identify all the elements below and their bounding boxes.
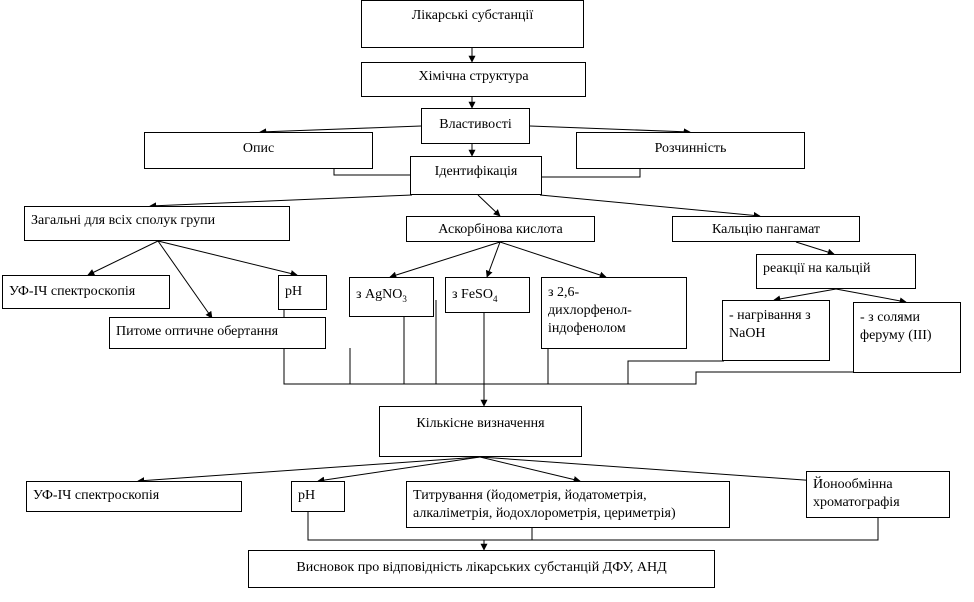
arrow-quant-ion: [479, 456, 819, 485]
node-pangamate: Кальцію пангамат: [672, 216, 860, 242]
node-conclusion: Висновок про відповідність лікарських су…: [248, 550, 715, 588]
agno3-subscript: 3: [402, 293, 407, 304]
arrow-identification-pangamate: [539, 194, 761, 219]
feso4-subscript: 4: [492, 293, 498, 304]
node-uv-ir-1: УФ-ІЧ спектроскопія: [2, 275, 170, 309]
arrow-quant-ph: [317, 456, 481, 484]
node-ion-exchange: Йонообмінна хроматографія: [806, 471, 950, 518]
agno3-text: з AgNO: [356, 287, 403, 302]
arrow-calcium-iron: [835, 288, 907, 305]
arrow-quant-titration: [479, 456, 581, 483]
node-substances: Лікарські субстанції: [361, 0, 584, 48]
node-agno3: з AgNO3: [349, 277, 434, 317]
arrow-quant-uvir: [137, 456, 481, 485]
node-dichlorophenol: з 2,6-дихлорфенол-індофенолом: [541, 277, 687, 349]
arrow-general-optical: [157, 240, 213, 319]
node-structure: Хімічна структура: [361, 62, 586, 97]
line-description-identification: [333, 169, 410, 176]
node-heating: - нагрівання з NaOH: [722, 300, 830, 361]
arrow-identification-ascorbic: [477, 194, 501, 217]
arrow-ascorbic-agno3: [389, 241, 501, 279]
collector-line: [283, 310, 960, 385]
line-heating-collector: [627, 360, 724, 384]
node-ph-2: pH: [291, 481, 345, 512]
node-uv-ir-2: УФ-ІЧ спектроскопія: [26, 481, 242, 512]
node-ascorbic: Аскорбінова кислота: [406, 216, 595, 242]
arrow-properties-description: [259, 125, 422, 136]
node-properties: Властивості: [421, 108, 530, 144]
arrow-ascorbic-dichlorophenol: [499, 241, 607, 279]
arrow-general-ph: [157, 240, 298, 277]
node-identification: Ідентифікація: [410, 156, 542, 195]
node-optical: Питоме оптичне обертання: [109, 317, 326, 349]
node-general: Загальні для всіх сполук групи: [24, 206, 290, 241]
node-ph-1: pH: [278, 275, 327, 310]
arrow-pangamate-calcium: [795, 241, 835, 256]
feso4-text: з FeSO: [452, 287, 493, 302]
arrow-ascorbic-feso4: [485, 241, 501, 278]
node-quantitative: Кількісне визначення: [379, 406, 582, 457]
arrow-properties-solubility: [529, 125, 691, 136]
arrow-general-uvir: [87, 240, 159, 276]
node-titration: Титрування (йодометрія, йодатометрія, ал…: [406, 481, 730, 528]
line-methods-conclusion: [307, 512, 879, 541]
arrow-identification-general: [149, 194, 413, 210]
line-solubility-identification: [542, 169, 641, 178]
node-calcium-reactions: реакції на кальцій: [756, 254, 916, 289]
node-iron-salts: - з солями феруму (ІІІ): [853, 302, 961, 373]
arrow-calcium-heating: [773, 288, 837, 303]
node-feso4: з FeSO4: [445, 277, 530, 313]
node-description: Опис: [144, 132, 373, 169]
node-solubility: Розчинність: [576, 132, 805, 169]
